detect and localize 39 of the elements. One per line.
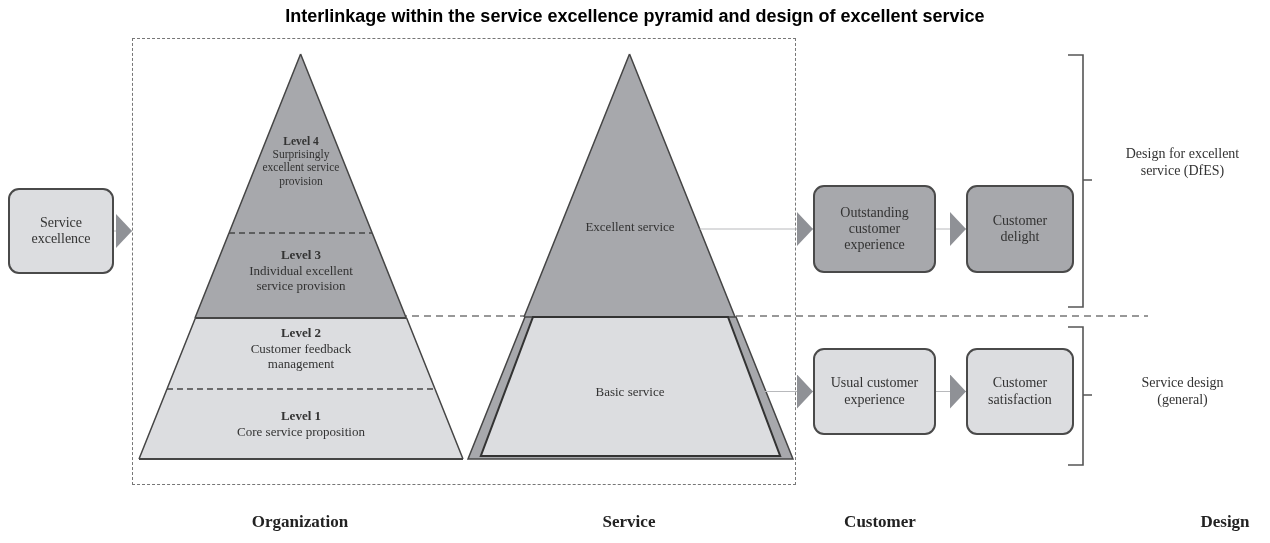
bracket-label: Service design (general) (1140, 375, 1225, 409)
pyramid-segment (229, 54, 373, 233)
level-heading: Level 1 (279, 408, 323, 424)
column-heading: Customer (843, 512, 917, 533)
segment-text: Core service proposition (236, 423, 366, 440)
rounded-box (813, 185, 936, 273)
box-text: Customer satisfaction (987, 375, 1053, 408)
arrow (764, 374, 814, 409)
segment-text: Basic service (594, 384, 666, 400)
diagram-title: Interlinkage within the service excellence pyramid and design of excellent service (284, 6, 986, 27)
column-heading: Service (601, 512, 657, 533)
arrow (113, 214, 133, 248)
box-text: Outstanding customer experience (839, 204, 910, 254)
rounded-box (8, 188, 114, 274)
pyramid-segment (139, 389, 463, 459)
segment-text: Individual excellent service provision (248, 262, 354, 294)
arrow (699, 212, 814, 246)
dashed-frame (132, 38, 796, 485)
column-heading: Organization (250, 512, 350, 533)
level-heading: Level 4 (282, 135, 320, 149)
arrow (935, 374, 967, 409)
level-heading: Level 2 (279, 325, 323, 341)
segment-text: Customer feedback management (249, 340, 353, 372)
pyramid-segment (195, 233, 407, 318)
box-text: Customer delight (991, 212, 1049, 246)
rounded-box (813, 348, 936, 435)
box-text: Usual customer experience (829, 375, 920, 408)
segment-text: Surprisingly excellent service provision (261, 148, 341, 188)
pyramid-segment (524, 54, 736, 317)
box-text: Service excellence (30, 214, 92, 248)
level-heading: Level 3 (279, 247, 322, 263)
rounded-box (966, 185, 1074, 273)
pyramid-base-segment (467, 317, 793, 459)
bracket-label: Design for excellent service (DfES) (1124, 146, 1241, 180)
pyramid-segment (167, 318, 435, 389)
arrow (935, 212, 967, 246)
rounded-box (966, 348, 1074, 435)
segment-text: Excellent service (585, 219, 675, 235)
column-heading: Design (1199, 512, 1251, 533)
